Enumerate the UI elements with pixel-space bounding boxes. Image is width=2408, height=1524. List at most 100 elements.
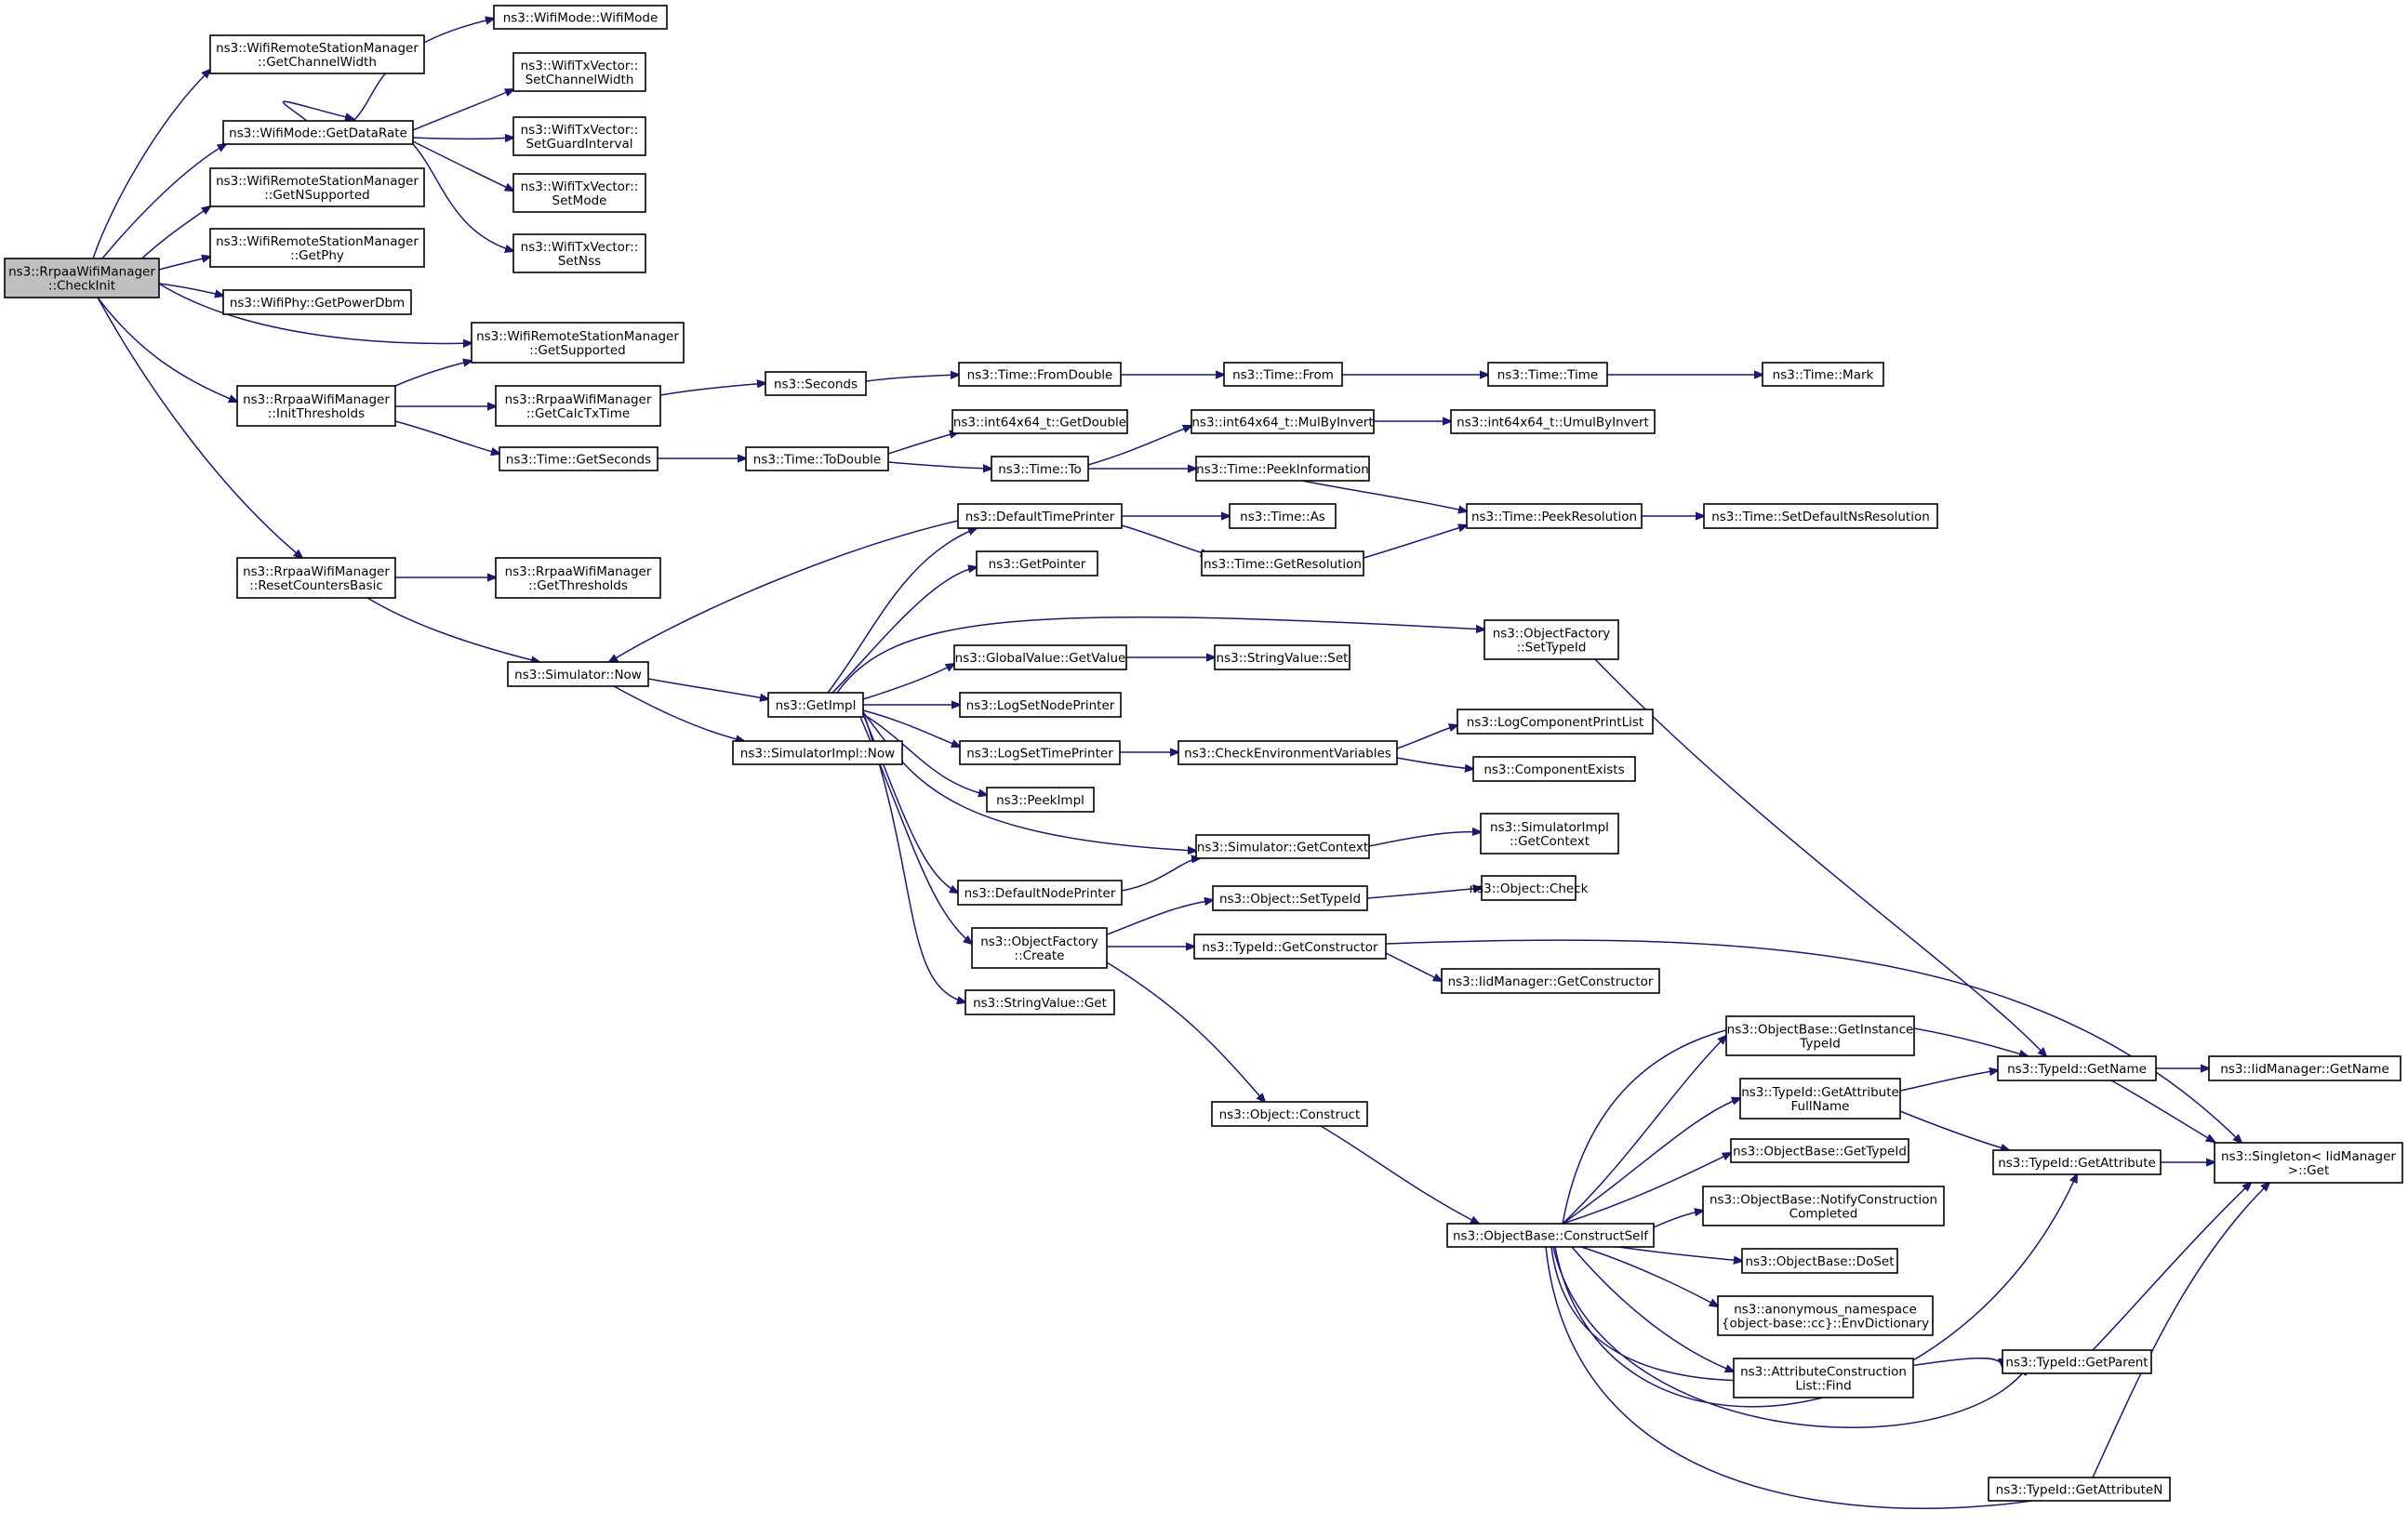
node-box[interactable] [209,228,425,268]
node-box[interactable] [2208,1055,2401,1081]
node-box[interactable] [1201,550,1364,576]
node-simnow[interactable]: ns3::Simulator::Now [507,661,649,687]
node-box[interactable] [222,120,414,145]
node-peekinformation[interactable]: ns3::Time::PeekInformation [1195,456,1370,482]
node-box[interactable] [1446,1223,1655,1248]
node-typeidgetconstructor[interactable]: ns3::TypeId::GetConstructor [1193,934,1387,960]
node-box[interactable] [1229,503,1337,529]
node-box[interactable] [1195,456,1370,482]
node-box[interactable] [1472,756,1636,782]
node-getnsupported[interactable]: ns3::WifiRemoteStationManager::GetNSuppo… [209,167,425,207]
node-setmode[interactable]: ns3::WifiTxVector::SetMode [512,173,646,213]
node-box[interactable] [236,385,396,427]
node-timeto[interactable]: ns3::Time::To [991,456,1089,482]
node-box[interactable] [493,5,668,30]
node-box[interactable] [1992,1149,2162,1175]
node-constructself[interactable]: ns3::ObjectBase::ConstructSelf [1446,1223,1655,1248]
node-simimplgetcontext[interactable]: ns3::SimulatorImpl::GetContext [1480,813,1619,855]
node-box[interactable] [507,661,649,687]
node-box[interactable] [1703,503,1938,529]
node-checkenv[interactable]: ns3::CheckEnvironmentVariables [1177,740,1398,765]
node-timeas[interactable]: ns3::Time::As [1229,503,1337,529]
node-box[interactable] [1725,1015,1915,1056]
node-box[interactable] [1191,409,1375,434]
node-box[interactable] [512,233,646,273]
node-iidgetname[interactable]: ns3::IidManager::GetName [2208,1055,2401,1081]
node-objcheck[interactable]: ns3::Object::Check [1470,875,1589,901]
node-box[interactable] [1702,1186,1945,1226]
node-doset[interactable]: ns3::ObjectBase::DoSet [1741,1248,1898,1274]
node-iidgetconstructor[interactable]: ns3::IidManager::GetConstructor [1441,968,1660,994]
node-componentexists[interactable]: ns3::ComponentExists [1472,756,1636,782]
node-logcomponentprintlist[interactable]: ns3::LogComponentPrintList [1457,709,1654,735]
node-getresolution[interactable]: ns3::Time::GetResolution [1201,550,1364,576]
node-globalgetvalue[interactable]: ns3::GlobalValue::GetValue [953,644,1127,670]
node-setchannelwidth[interactable]: ns3::WifiTxVector::SetChannelWidth [512,52,646,92]
node-typeidgetname[interactable]: ns3::TypeId::GetName [1997,1055,2157,1081]
node-box[interactable] [732,740,903,765]
node-box[interactable] [765,371,867,396]
node-box[interactable] [209,34,425,74]
node-box[interactable] [222,289,412,315]
node-box[interactable] [953,644,1127,670]
node-wifimode[interactable]: ns3::WifiMode::WifiMode [493,5,668,30]
node-getthresholds[interactable]: ns3::RrpaaWifiManager::GetThresholds [495,557,661,599]
node-stringvalueget[interactable]: ns3::StringValue::Get [965,989,1115,1015]
node-box[interactable] [236,557,396,599]
node-mulbyinvert[interactable]: ns3::int64x64_t::MulByInvert [1191,409,1375,434]
node-box[interactable] [1177,740,1398,765]
node-box[interactable] [512,116,646,156]
node-box[interactable] [1480,813,1619,855]
node-notifyconstruction[interactable]: ns3::ObjectBase::NotifyConstructionCompl… [1702,1186,1945,1226]
node-fromdouble[interactable]: ns3::Time::FromDouble [958,362,1122,387]
node-box[interactable] [2002,1349,2152,1374]
node-timemark[interactable]: ns3::Time::Mark [1762,362,1884,387]
node-seconds[interactable]: ns3::Seconds [765,371,867,396]
node-defaulttimeprinter[interactable]: ns3::DefaultTimePrinter [957,503,1123,529]
node-todouble[interactable]: ns3::Time::ToDouble [745,446,889,471]
node-box[interactable] [1211,1101,1368,1127]
node-setnss[interactable]: ns3::WifiTxVector::SetNss [512,233,646,273]
node-box[interactable] [959,740,1121,765]
node-simgetcontext[interactable]: ns3::Simulator::GetContext [1195,834,1370,859]
node-stringvalueset[interactable]: ns3::StringValue::Set [1214,644,1350,670]
node-peekimpl[interactable]: ns3::PeekImpl [986,787,1095,813]
node-getimpl[interactable]: ns3::GetImpl [767,692,864,718]
node-box[interactable] [495,385,661,427]
node-box[interactable] [1487,362,1608,387]
node-box[interactable] [1730,1138,1909,1163]
node-box[interactable] [209,167,425,207]
node-box[interactable] [1988,1477,2171,1502]
node-box[interactable] [1193,934,1387,960]
node-int64getdouble[interactable]: ns3::int64x64_t::GetDouble [951,409,1128,434]
node-getpointer[interactable]: ns3::GetPointer [976,550,1098,576]
node-box[interactable] [4,258,160,298]
node-box[interactable] [1195,834,1370,859]
node-box[interactable] [957,880,1123,906]
node-box[interactable] [512,52,646,92]
node-logsetnodeprinter[interactable]: ns3::LogSetNodePrinter [959,692,1122,718]
node-defaultnodeprinter[interactable]: ns3::DefaultNodePrinter [957,880,1123,906]
node-box[interactable] [1741,1248,1898,1274]
node-box[interactable] [745,446,889,471]
node-box[interactable] [1214,644,1350,670]
node-timefrom[interactable]: ns3::Time::From [1223,362,1343,387]
node-box[interactable] [1441,968,1660,994]
node-timetime[interactable]: ns3::Time::Time [1487,362,1608,387]
node-box[interactable] [991,456,1089,482]
node-setdefaultnsres[interactable]: ns3::Time::SetDefaultNsResolution [1703,503,1938,529]
node-box[interactable] [1450,409,1656,434]
node-logsettimeprinter[interactable]: ns3::LogSetTimePrinter [959,740,1121,765]
node-setguardinterval[interactable]: ns3::WifiTxVector::SetGuardInterval [512,116,646,156]
node-box[interactable] [951,409,1128,434]
node-box[interactable] [767,692,864,718]
node-box[interactable] [958,362,1122,387]
node-box[interactable] [1762,362,1884,387]
node-box[interactable] [471,322,685,364]
node-initthresholds[interactable]: ns3::RrpaaWifiManager::InitThresholds [236,385,396,427]
node-box[interactable] [1481,875,1577,901]
node-typeidgetparent[interactable]: ns3::TypeId::GetParent [2002,1349,2152,1374]
node-box[interactable] [1733,1358,1914,1398]
